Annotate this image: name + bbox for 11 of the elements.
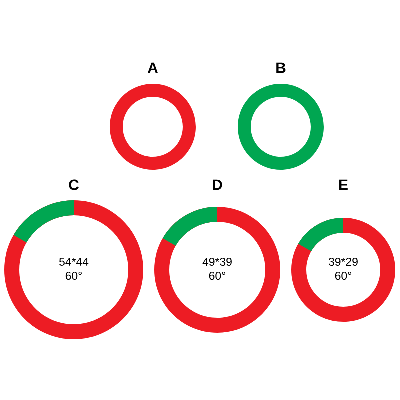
dimension-text: 49*39 [202,258,232,266]
angle-text: 60° [335,272,352,280]
ring-heading: D [213,180,222,190]
dimension-text: 39*29 [328,258,358,266]
ring-heading: A [148,62,158,74]
dimension-text: 54*44 [59,258,89,266]
angle-text: 60° [209,272,226,280]
ring-heading: B [276,62,286,74]
ring-heading: C [69,180,79,190]
ring-heading: E [340,180,348,190]
angle-text: 60° [66,272,82,280]
